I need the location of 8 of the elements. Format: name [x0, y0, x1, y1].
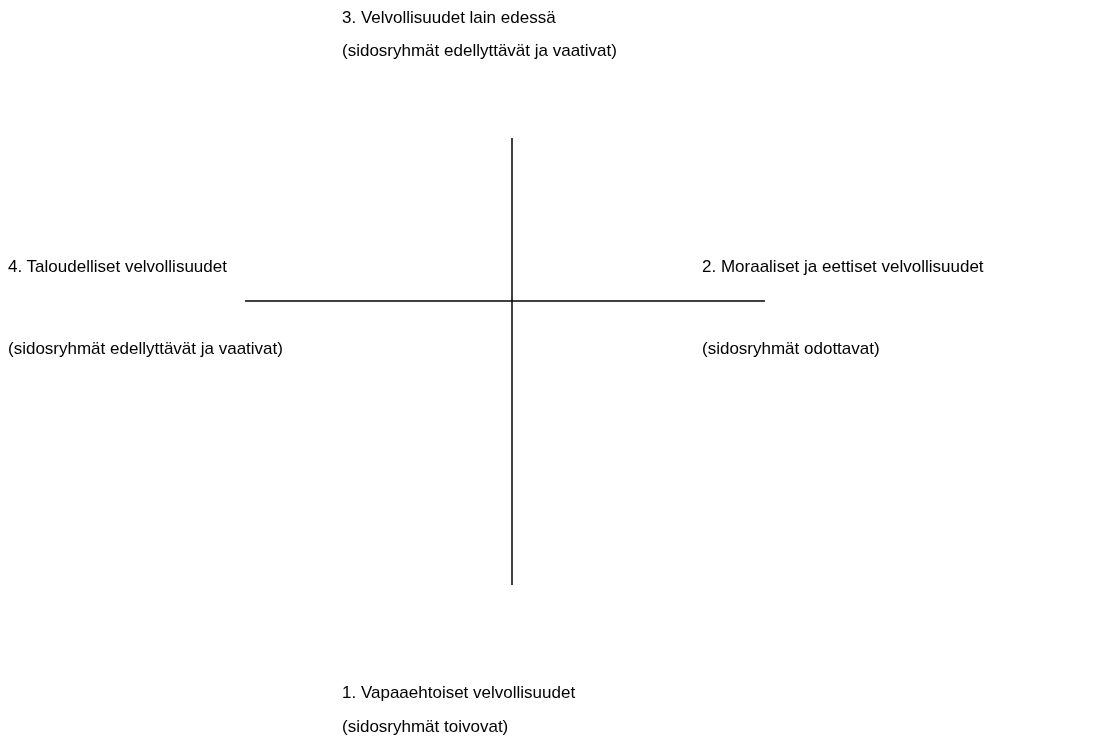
quadrant-heading: 4. Taloudelliset velvollisuudet: [8, 256, 227, 278]
quadrant-heading: 3. Velvollisuudet lain edessä: [342, 7, 556, 29]
quadrant-note: (sidosryhmät odottavat): [702, 338, 880, 360]
quadrant-note: (sidosryhmät edellyttävät ja vaativat): [342, 40, 617, 62]
quadrant-heading: 1. Vapaaehtoiset velvollisuudet: [342, 682, 576, 704]
quadrant-note: (sidosryhmät toivovat): [342, 716, 509, 738]
quadrant-heading: 2. Moraaliset ja eettiset velvollisuudet: [702, 256, 984, 278]
quadrant-note: (sidosryhmät edellyttävät ja vaativat): [8, 338, 283, 360]
